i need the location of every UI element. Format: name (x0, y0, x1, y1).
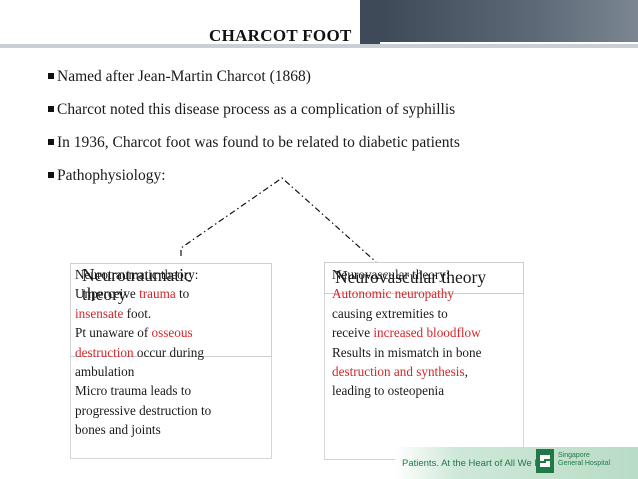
bullet-item: In 1936, Charcot foot was found to be re… (48, 134, 460, 152)
hospital-logo-text: Singapore General Hospital (558, 452, 611, 467)
neurotraumatic-label-frame (70, 263, 272, 357)
neurovascular-theory-box (324, 262, 524, 460)
footer-tagline: Patients. At the Heart of All We Do. (402, 458, 550, 469)
neurovascular-label-frame (324, 262, 524, 294)
bullet-item: Named after Jean-Martin Charcot (1868) (48, 68, 311, 86)
bullet-square-icon (48, 172, 54, 178)
header-bar-highlight (380, 42, 638, 44)
header-bar-gradient (382, 0, 638, 44)
bullet-square-icon (48, 106, 54, 112)
header-bar-light (0, 44, 638, 48)
bullet-square-icon (48, 73, 54, 79)
hospital-logo-icon (536, 449, 554, 473)
neurovascular-label: Neurovascular theory (335, 267, 487, 287)
bullet-item: Charcot noted this disease process as a … (48, 101, 455, 119)
neurovascular-text: Neurovascular theory: Autonomic neuropat… (332, 267, 482, 399)
bullet-square-icon (48, 139, 54, 145)
footer-bar (395, 447, 638, 479)
neurotraumatic-text: Neurotraumatic theory: Unperceive trauma… (75, 267, 212, 438)
neurotraumatic-label-line2: theory (82, 284, 127, 304)
neurotraumatic-theory-box (70, 263, 272, 459)
bullet-item: Pathophysiology: (48, 167, 166, 185)
slide-title: CHARCOT FOOT (209, 26, 352, 45)
neurotraumatic-label-line1: Neurotraumatic (82, 265, 192, 285)
